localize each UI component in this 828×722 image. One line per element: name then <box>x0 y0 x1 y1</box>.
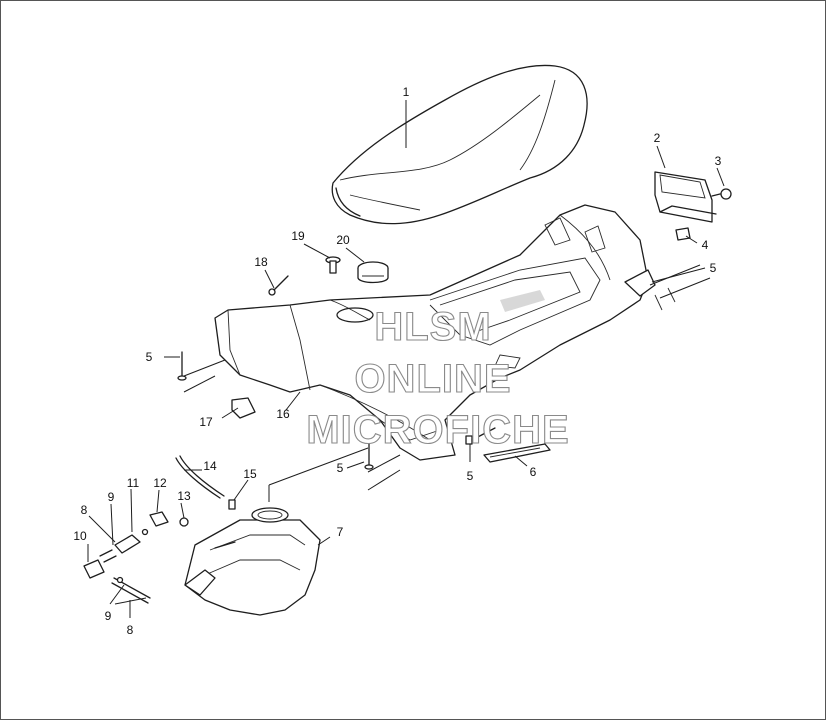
elbow-part-12 <box>149 511 169 527</box>
callout-3: 3 <box>715 154 722 168</box>
callout-15: 15 <box>243 467 257 481</box>
push-pin-part-5-right <box>465 427 496 445</box>
callout-9-upper: 9 <box>108 490 115 504</box>
callout-labels: 1 2 3 4 5 5 5 5 6 7 8 8 9 9 10 11 12 13 … <box>73 85 721 637</box>
push-pin-part-5-left <box>177 351 187 381</box>
hose-clamp-part-11 <box>114 534 141 554</box>
callout-9-lower: 9 <box>105 609 112 623</box>
callout-16: 16 <box>276 407 290 421</box>
valve-part-10 <box>83 559 105 579</box>
callout-5-left: 5 <box>146 350 153 364</box>
callout-10: 10 <box>73 529 87 543</box>
callout-5-right: 5 <box>710 261 717 275</box>
watermark-line-3: MICROFICHE <box>306 408 569 452</box>
callout-8-lower: 8 <box>127 623 134 637</box>
callout-13: 13 <box>177 489 191 503</box>
step-plate-part-6 <box>483 443 551 463</box>
fuel-cap-part-20 <box>357 261 389 284</box>
latch-bracket-part-2 <box>654 171 717 223</box>
screw-part-18 <box>268 275 289 296</box>
callout-7: 7 <box>337 525 344 539</box>
fuel-tank-part-7 <box>184 507 321 616</box>
callout-11: 11 <box>127 476 140 490</box>
callout-18: 18 <box>254 255 268 269</box>
vent-hose-part-14 <box>175 455 225 499</box>
callout-1: 1 <box>403 85 410 99</box>
watermark-line-2: ONLINE <box>354 357 511 401</box>
screw-part-3 <box>711 188 732 200</box>
push-pin-part-5-center <box>364 439 374 470</box>
callout-17: 17 <box>199 415 213 429</box>
callout-20: 20 <box>336 233 350 247</box>
callout-14: 14 <box>203 459 217 473</box>
callout-6: 6 <box>530 465 537 479</box>
watermark: HLSM ONLINE MICROFICHE <box>306 304 569 452</box>
rear-body-part-16 <box>214 204 676 461</box>
seat-part-1 <box>331 64 588 225</box>
callout-12: 12 <box>153 476 167 490</box>
watermark-line-1: HLSM <box>374 305 491 349</box>
callout-4: 4 <box>702 238 709 252</box>
fuel-valve-assembly <box>83 511 189 604</box>
callout-5-center: 5 <box>337 461 344 475</box>
bracket-part-17 <box>231 397 256 419</box>
callout-8-upper: 8 <box>81 503 88 517</box>
callout-5-lower: 5 <box>467 469 474 483</box>
callout-19: 19 <box>291 229 305 243</box>
callout-leaders <box>87 100 725 618</box>
bolt-part-19 <box>325 256 341 274</box>
fitting-part-15 <box>228 499 236 510</box>
callout-2: 2 <box>654 131 661 145</box>
alignment-lines <box>183 264 711 502</box>
